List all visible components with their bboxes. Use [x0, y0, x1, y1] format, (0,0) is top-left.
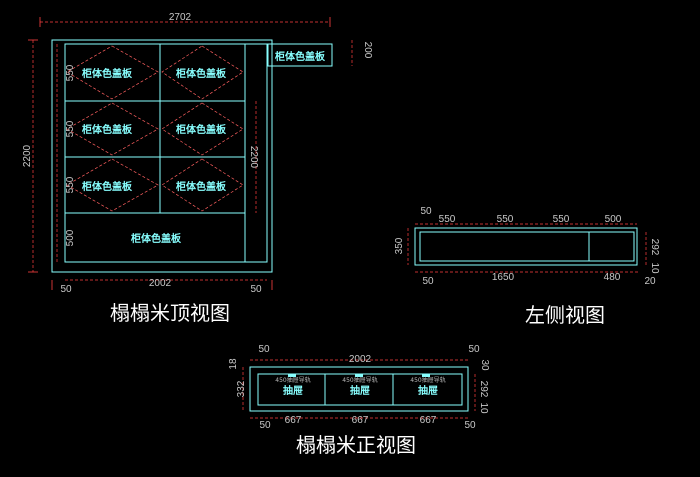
top-view-row-2: 550	[65, 120, 76, 137]
side-view-bottom-dim-4: 20	[644, 276, 656, 287]
top-view: 2702 2200 200 2200 550 550 550 500 2002 …	[22, 12, 373, 325]
side-view-title: 左侧视图	[525, 303, 605, 327]
top-view-overall-width: 2702	[169, 12, 192, 23]
top-view-panel-label-6: 柜体色盖板	[175, 180, 227, 193]
front-view-bottom-dim-5: 50	[464, 420, 476, 431]
side-view-bottom-dim-1: 50	[422, 276, 434, 287]
side-view-top-dim-4: 550	[553, 214, 570, 225]
top-view-panel-label-5: 柜体色盖板	[81, 180, 133, 193]
side-view-top-dim-5: 500	[605, 214, 622, 225]
top-view-panel-label-2: 柜体色盖板	[175, 67, 227, 80]
top-view-step-box	[267, 43, 333, 67]
top-view-row-3: 550	[65, 176, 76, 193]
front-view-title: 榻榻米正视图	[296, 433, 416, 457]
front-view: 2002 50 50 18 30 332 292 10 50 667 667 6…	[228, 344, 490, 457]
side-view-top-dim-1: 50	[420, 206, 432, 217]
top-view-side-right: 50	[250, 284, 262, 295]
side-view-bottom-dim-2: 1650	[492, 272, 515, 283]
front-view-drawer-label-3: 抽屉	[418, 384, 438, 397]
side-view-bottom-right-small: 10	[649, 262, 660, 274]
top-view-diamonds	[66, 45, 244, 212]
front-view-bottom-right-small: 10	[478, 402, 489, 414]
side-view-inner-frame	[419, 231, 635, 262]
top-view-outer-frame	[51, 39, 273, 273]
front-view-drawer-note-2: 450抽屉导轨	[342, 376, 377, 384]
top-view-panel-label-1: 柜体色盖板	[81, 67, 133, 80]
side-view-outer-frame	[414, 227, 638, 266]
top-view-row-4: 500	[65, 229, 76, 246]
side-view: 50 550 550 550 500 350 292 10 50 1650 48…	[394, 206, 660, 327]
front-view-drawer-note-3: 450抽屉导轨	[410, 376, 445, 384]
side-view-bottom-dim-3: 480	[604, 272, 621, 283]
front-view-height-left: 332	[236, 380, 247, 397]
top-view-title: 榻榻米顶视图	[110, 301, 230, 325]
top-view-bottom-label: 柜体色盖板	[130, 232, 182, 245]
front-view-drawer-note-1: 450抽屉导轨	[275, 376, 310, 384]
top-view-step-label: 柜体色盖板	[274, 50, 326, 63]
top-view-inner-height: 2200	[248, 146, 259, 169]
front-view-height-right: 292	[478, 381, 489, 398]
top-view-overall-height: 2200	[22, 144, 33, 167]
front-view-overall-width: 2002	[349, 354, 372, 365]
front-view-bottom-dim-2: 667	[285, 415, 302, 426]
front-view-drawer-label-1: 抽屉	[283, 384, 303, 397]
side-view-height-right: 292	[649, 239, 660, 256]
front-view-bottom-dim-1: 50	[259, 420, 271, 431]
side-view-height-left: 350	[394, 237, 405, 254]
top-view-inner-width: 2002	[149, 278, 172, 289]
front-view-bottom-dim-4: 667	[420, 415, 437, 426]
front-view-bottom-dim-3: 667	[352, 415, 369, 426]
top-view-row-1: 550	[65, 64, 76, 81]
front-view-left-top: 50	[258, 344, 270, 355]
front-view-top-small: 18	[228, 358, 239, 370]
front-view-right-small: 30	[479, 359, 490, 371]
top-view-panel-label-4: 柜体色盖板	[175, 123, 227, 136]
top-view-side-left: 50	[60, 284, 72, 295]
side-view-top-dim-2: 550	[439, 214, 456, 225]
top-view-panel-label-3: 柜体色盖板	[81, 123, 133, 136]
front-view-outer-frame	[249, 366, 469, 412]
top-view-inner-frame	[64, 43, 268, 263]
side-view-top-dim-3: 550	[497, 214, 514, 225]
front-view-drawer-label-2: 抽屉	[350, 384, 370, 397]
front-view-right-top: 50	[468, 344, 480, 355]
top-view-step-depth: 200	[362, 42, 373, 59]
